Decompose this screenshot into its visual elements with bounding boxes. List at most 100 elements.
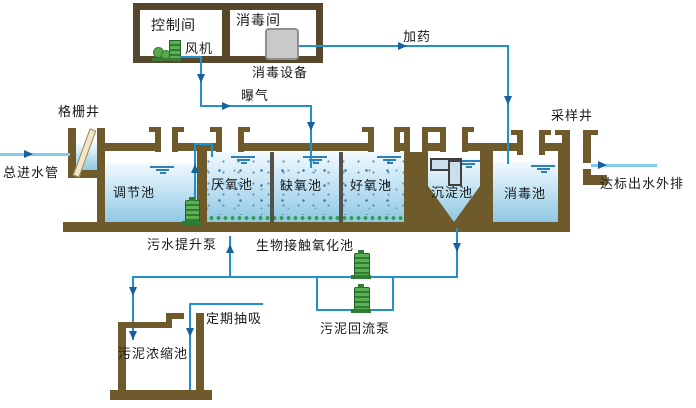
regulating-tank-label: 调节池 bbox=[113, 185, 156, 200]
suction-pipe-horizontal bbox=[189, 303, 263, 305]
water-surface-icon bbox=[231, 156, 255, 164]
tank-top-wall bbox=[105, 143, 570, 151]
sludge-return-arrow-up bbox=[226, 244, 234, 253]
suction-pipe-down bbox=[189, 303, 191, 390]
sedimentation-tank-label: 沉淀池 bbox=[431, 185, 474, 200]
dosing-arrow-right bbox=[398, 42, 407, 50]
lift-pipe-drop bbox=[211, 143, 213, 157]
disinfection-tank-label: 消毒池 bbox=[504, 186, 547, 201]
thickener-step bbox=[166, 313, 172, 328]
room-divider bbox=[222, 3, 230, 63]
air-pipe-horizontal-short bbox=[180, 56, 202, 58]
sludge-return-riser bbox=[229, 236, 231, 278]
lift-pipe-over bbox=[194, 143, 213, 145]
vent-port-aerobic bbox=[362, 127, 406, 152]
regulating-tank-water bbox=[105, 163, 197, 222]
vent-shaft-white bbox=[161, 152, 172, 163]
outlet-pipe bbox=[591, 164, 657, 167]
inlet-label: 总进水管 bbox=[3, 165, 60, 180]
thickener-right-wall bbox=[196, 313, 204, 394]
sewage-lift-pump-label: 污水提升泵 bbox=[147, 237, 218, 252]
sewage-lift-pump-icon bbox=[182, 197, 202, 225]
grille-well-outer-wall bbox=[68, 128, 76, 178]
partition-anaerobic-anoxic bbox=[270, 152, 274, 222]
sludge-return-pump-icon-2 bbox=[351, 284, 371, 313]
biofilm-speckles bbox=[207, 160, 404, 215]
vent-shaft-white bbox=[523, 155, 539, 162]
lift-pipe-up bbox=[194, 143, 196, 205]
sampling-well-left-stub bbox=[562, 130, 570, 145]
sampling-well-right-lip bbox=[591, 130, 598, 135]
air-arrow-right bbox=[222, 102, 231, 110]
dosing-label: 加药 bbox=[403, 29, 432, 44]
partition-anoxic-aerobic bbox=[339, 152, 343, 222]
anoxic-tank-label: 缺氧池 bbox=[280, 178, 323, 193]
tank-left-wall bbox=[97, 128, 105, 232]
inlet-pipe bbox=[0, 153, 70, 156]
sedimentation-inlet-elbow-vertical bbox=[448, 160, 462, 186]
blower-icon bbox=[152, 38, 182, 61]
sampling-well-ledge bbox=[583, 175, 607, 185]
pump-loop-right bbox=[392, 276, 394, 311]
vent-port-anaerobic bbox=[210, 127, 250, 152]
outlet-label: 达标出水外排 bbox=[600, 176, 685, 191]
vent-shaft-partition bbox=[398, 127, 434, 152]
vent-port-regulating bbox=[149, 127, 184, 152]
thickener-left-wall bbox=[118, 322, 126, 394]
tank-floor bbox=[63, 222, 570, 232]
sampling-well-right-wall-lower bbox=[583, 169, 591, 178]
vent-port-sedimentation bbox=[434, 127, 474, 152]
air-pipe-horizontal bbox=[200, 105, 312, 107]
excess-sludge-drop bbox=[132, 276, 134, 340]
air-arrow-down bbox=[197, 74, 205, 83]
disinfection-equipment-box bbox=[265, 28, 299, 60]
inlet-arrow bbox=[24, 150, 33, 158]
thickener-floor bbox=[110, 390, 212, 400]
water-surface-icon bbox=[377, 156, 401, 164]
partition-regulating-bio bbox=[197, 143, 207, 222]
aeration-diffuser-row bbox=[208, 215, 403, 221]
partition-aerobic-sedimentation bbox=[404, 152, 428, 222]
aerobic-tank-label: 好氧池 bbox=[350, 178, 393, 193]
air-pipe-into-tank bbox=[310, 105, 312, 168]
partition-sedimentation-disinfection bbox=[480, 143, 493, 222]
excess-sludge-arrow-tip bbox=[129, 331, 137, 340]
sludge-underflow-arrow bbox=[453, 243, 461, 252]
air-arrow-into-tank bbox=[307, 122, 315, 131]
grille-well-label: 格栅井 bbox=[58, 104, 101, 119]
thickener-raised-lip bbox=[172, 313, 184, 319]
bio-contact-label: 生物接触氧化池 bbox=[256, 238, 355, 253]
water-surface-icon bbox=[303, 156, 327, 164]
aeration-label: 曝气 bbox=[241, 88, 270, 103]
disinfection-room-label: 消毒间 bbox=[236, 12, 281, 28]
anaerobic-tank-label: 厌氧池 bbox=[211, 177, 254, 192]
pump-loop-left bbox=[316, 276, 318, 311]
water-surface-icon bbox=[456, 160, 480, 168]
water-surface-icon bbox=[531, 165, 555, 173]
blower-base bbox=[152, 58, 181, 61]
sampling-well-right-wall-upper bbox=[583, 130, 591, 163]
sampling-well-label: 采样井 bbox=[551, 108, 594, 123]
sampling-well-left-lip bbox=[555, 130, 562, 135]
sludge-underflow-pipe bbox=[456, 228, 458, 278]
thickener-top-lip bbox=[118, 322, 172, 328]
disinfection-equipment-label: 消毒设备 bbox=[252, 65, 309, 80]
water-surface-icon bbox=[150, 166, 174, 174]
suction-arrow bbox=[186, 328, 194, 337]
sludge-return-pump-label: 污泥回流泵 bbox=[320, 321, 391, 336]
tank-right-wall bbox=[558, 143, 570, 232]
sludge-thickening-label: 污泥浓缩池 bbox=[118, 346, 189, 361]
periodic-suction-label: 定期抽吸 bbox=[206, 311, 263, 326]
dosing-arrow-down bbox=[504, 96, 512, 105]
vent-shaft-white bbox=[446, 152, 462, 158]
disinfection-tank-water bbox=[493, 162, 558, 222]
excess-sludge-arrow bbox=[129, 287, 137, 296]
sludge-return-pump-icon-1 bbox=[351, 250, 371, 279]
vent-port-disinfection bbox=[511, 130, 551, 155]
sludge-return-main bbox=[133, 276, 457, 278]
lift-arrow-up bbox=[191, 164, 199, 173]
outlet-arrow bbox=[598, 161, 607, 169]
grille-well-floor bbox=[68, 170, 105, 178]
control-room-label: 控制间 bbox=[151, 17, 196, 33]
